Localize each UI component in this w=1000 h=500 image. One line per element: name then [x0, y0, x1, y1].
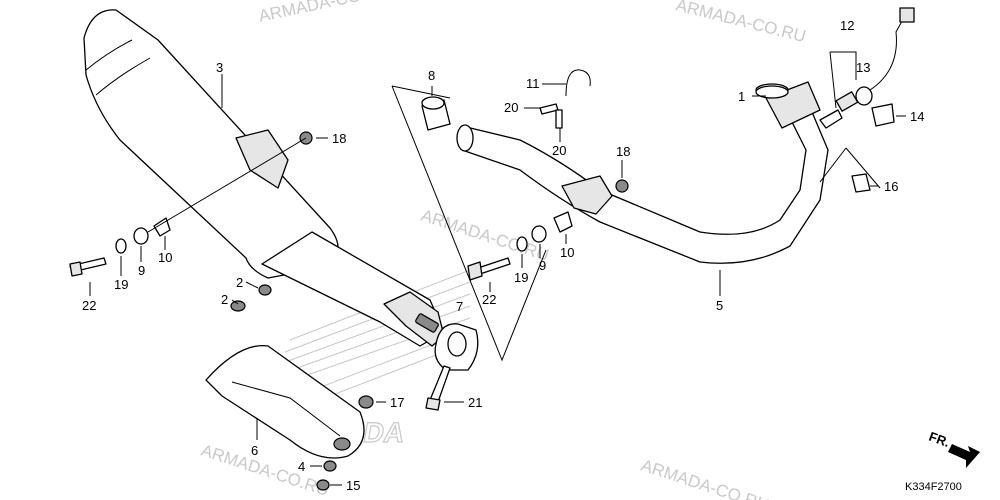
callout-8: 8 [428, 68, 435, 83]
callout-17: 17 [390, 395, 404, 410]
callout-1: 1 [738, 89, 745, 104]
callout-4: 4 [298, 459, 305, 474]
callout-22-left: 22 [82, 298, 96, 313]
callout-3: 3 [216, 60, 223, 75]
callout-19-center: 19 [514, 270, 528, 285]
callout-19-left: 19 [114, 277, 128, 292]
nut-part-16 [851, 173, 871, 193]
sensor-cap-part-13 [855, 86, 873, 106]
callout-18-left: 18 [332, 131, 346, 146]
callout-20-lower: 20 [552, 143, 566, 158]
callout-10-left: 10 [158, 250, 172, 265]
callout-9-center: 9 [539, 258, 546, 273]
leader-lines [89, 74, 906, 486]
hardware-left [69, 131, 313, 312]
watermark-top-right: ARMADA-CO.RU [674, 0, 808, 46]
part-code: K334F2700 [905, 481, 962, 493]
callout-16: 16 [884, 179, 898, 194]
callout-13: 13 [856, 60, 870, 75]
bracket-part-7 [434, 323, 479, 371]
hardware-center [316, 103, 629, 491]
callout-5: 5 [716, 298, 723, 313]
clamp-part-11 [565, 69, 591, 97]
gasket-part-1 [755, 85, 789, 99]
front-arrow-icon [948, 444, 980, 468]
callout-2-lower: 2 [221, 292, 228, 307]
callout-21: 21 [468, 395, 482, 410]
callout-14: 14 [910, 109, 924, 124]
callout-9-left: 9 [138, 263, 145, 278]
callout-2-upper: 2 [236, 275, 243, 290]
watermark-center: ARMADA-CO.RU [419, 206, 552, 265]
callout-10-center: 10 [560, 245, 574, 260]
callouts: 3 18 22 19 9 10 2 2 8 11 20 20 18 22 19 … [82, 18, 924, 493]
clip-part-14 [871, 103, 895, 127]
assembly-lines [147, 51, 881, 362]
callout-22-center: 22 [482, 292, 496, 307]
callout-15: 15 [346, 478, 360, 493]
callout-11: 11 [526, 76, 540, 91]
callout-12: 12 [840, 18, 854, 33]
watermark-top-left: ARMADA-CO.RU [257, 0, 391, 26]
o2-sensor-part-12 [819, 7, 915, 129]
watermark-bottom-right: ARMADA-CO.RU [639, 456, 772, 500]
gasket-part-8 [421, 96, 451, 131]
front-direction-label: FR. [927, 429, 952, 450]
callout-6: 6 [251, 443, 258, 458]
callout-7: 7 [456, 299, 463, 314]
front-direction-indicator: FR. [927, 429, 980, 468]
heat-shield-part-6 [205, 344, 365, 459]
muffler-part-3 [83, 9, 445, 347]
callout-20-upper: 20 [504, 100, 518, 115]
callout-18-center: 18 [616, 144, 630, 159]
